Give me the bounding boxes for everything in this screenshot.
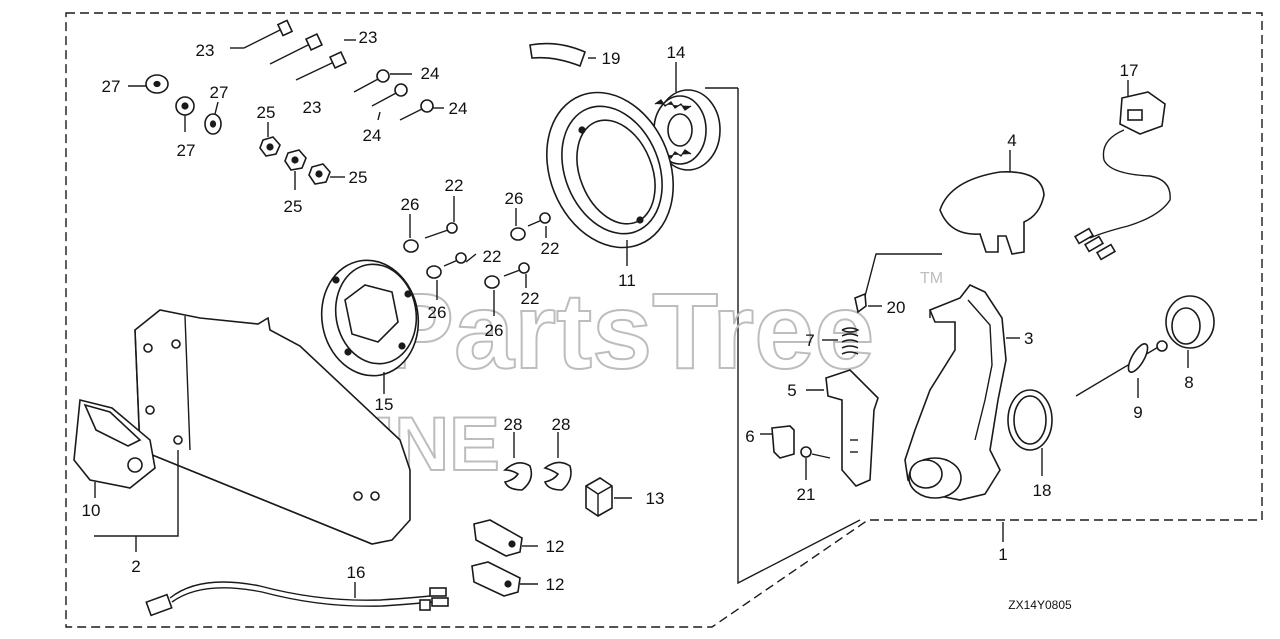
label-part-1: 1 (998, 545, 1007, 564)
label-part-3: 3 (1024, 329, 1033, 348)
callout-labels: 1 2 3 4 5 6 7 8 9 10 11 12 12 13 14 15 1… (82, 28, 1194, 612)
screw-part-24 (353, 69, 444, 121)
spring-part-7 (822, 327, 860, 355)
label-part-17: 17 (1120, 61, 1139, 80)
label-part-12-upper: 12 (546, 537, 565, 556)
label-part-25-c: 25 (284, 197, 303, 216)
block-part-13 (585, 477, 632, 517)
label-part-19: 19 (602, 49, 621, 68)
flange-part-15 (320, 259, 420, 394)
label-part-15: 15 (375, 395, 394, 414)
label-part-22-a: 22 (445, 176, 464, 195)
bolt-part-23 (230, 19, 356, 81)
assembly-boundary (65, 12, 1263, 628)
clip-part-6 (760, 425, 795, 459)
screw-part-22 (424, 196, 551, 288)
bracket-part-2 (94, 450, 179, 552)
diagram-code: ZX14Y0805 (1008, 598, 1072, 612)
label-part-10: 10 (82, 501, 101, 520)
screw-part-20 (854, 292, 882, 314)
label-part-18: 18 (1033, 481, 1052, 500)
subassembly-boundary (705, 87, 861, 585)
label-part-8: 8 (1184, 373, 1193, 392)
label-part-7: 7 (805, 331, 814, 350)
label-part-26-d: 26 (485, 321, 504, 340)
watermark-trademark: TM (920, 270, 943, 287)
label-part-9: 9 (1133, 403, 1142, 422)
label-part-24-a: 24 (421, 64, 440, 83)
label-part-28-b: 28 (552, 415, 571, 434)
shim-part-19 (529, 42, 587, 68)
label-part-23-b: 23 (359, 28, 378, 47)
label-part-16: 16 (347, 563, 366, 582)
label-part-11: 11 (618, 271, 636, 290)
label-part-25-b: 25 (349, 168, 368, 187)
label-part-20: 20 (887, 298, 906, 317)
label-part-12-lower: 12 (546, 575, 565, 594)
bushing-part-8 (1165, 295, 1215, 368)
label-part-25-a: 25 (257, 103, 276, 122)
clamp-part-10 (73, 398, 156, 498)
label-part-22-d: 22 (521, 289, 540, 308)
label-part-23-c: 23 (303, 98, 322, 117)
label-part-4: 4 (1007, 131, 1016, 150)
label-part-24-c: 24 (449, 99, 468, 118)
label-part-27-b: 27 (210, 83, 229, 102)
label-part-23-a: 23 (196, 41, 215, 60)
screw-part-21 (800, 446, 831, 480)
cover-part-4 (863, 150, 1045, 301)
label-part-27-a: 27 (102, 77, 121, 96)
clip-part-28 (502, 432, 572, 491)
ring-part-11 (546, 91, 674, 266)
label-part-22-b: 22 (483, 247, 502, 266)
label-part-21: 21 (797, 485, 816, 504)
oring-part-18 (1007, 389, 1053, 476)
label-part-26-c: 26 (428, 303, 447, 322)
label-part-2: 2 (131, 557, 140, 576)
washer-part-27 (128, 74, 222, 135)
gear-part-14 (653, 62, 721, 171)
lever-part-5 (806, 369, 879, 487)
lever-part-3 (904, 284, 1020, 501)
label-part-22-c: 22 (541, 239, 560, 258)
label-part-26-a: 26 (401, 195, 420, 214)
nut-part-25 (259, 122, 345, 190)
shaft-part-9 (1075, 340, 1168, 398)
label-part-14: 14 (667, 43, 686, 62)
washer-part-26 (403, 208, 526, 316)
label-part-24-b: 24 (363, 126, 382, 145)
plate-part-12 (471, 519, 538, 597)
label-part-28-a: 28 (504, 415, 523, 434)
label-part-6: 6 (745, 427, 754, 446)
watermark-brand: PartsTree (382, 270, 874, 391)
label-part-5: 5 (787, 381, 796, 400)
harness-part-16 (145, 581, 449, 617)
label-part-27-c: 27 (177, 141, 196, 160)
switch-part-17 (1073, 80, 1171, 261)
label-part-26-b: 26 (505, 189, 524, 208)
label-part-13: 13 (646, 489, 665, 508)
